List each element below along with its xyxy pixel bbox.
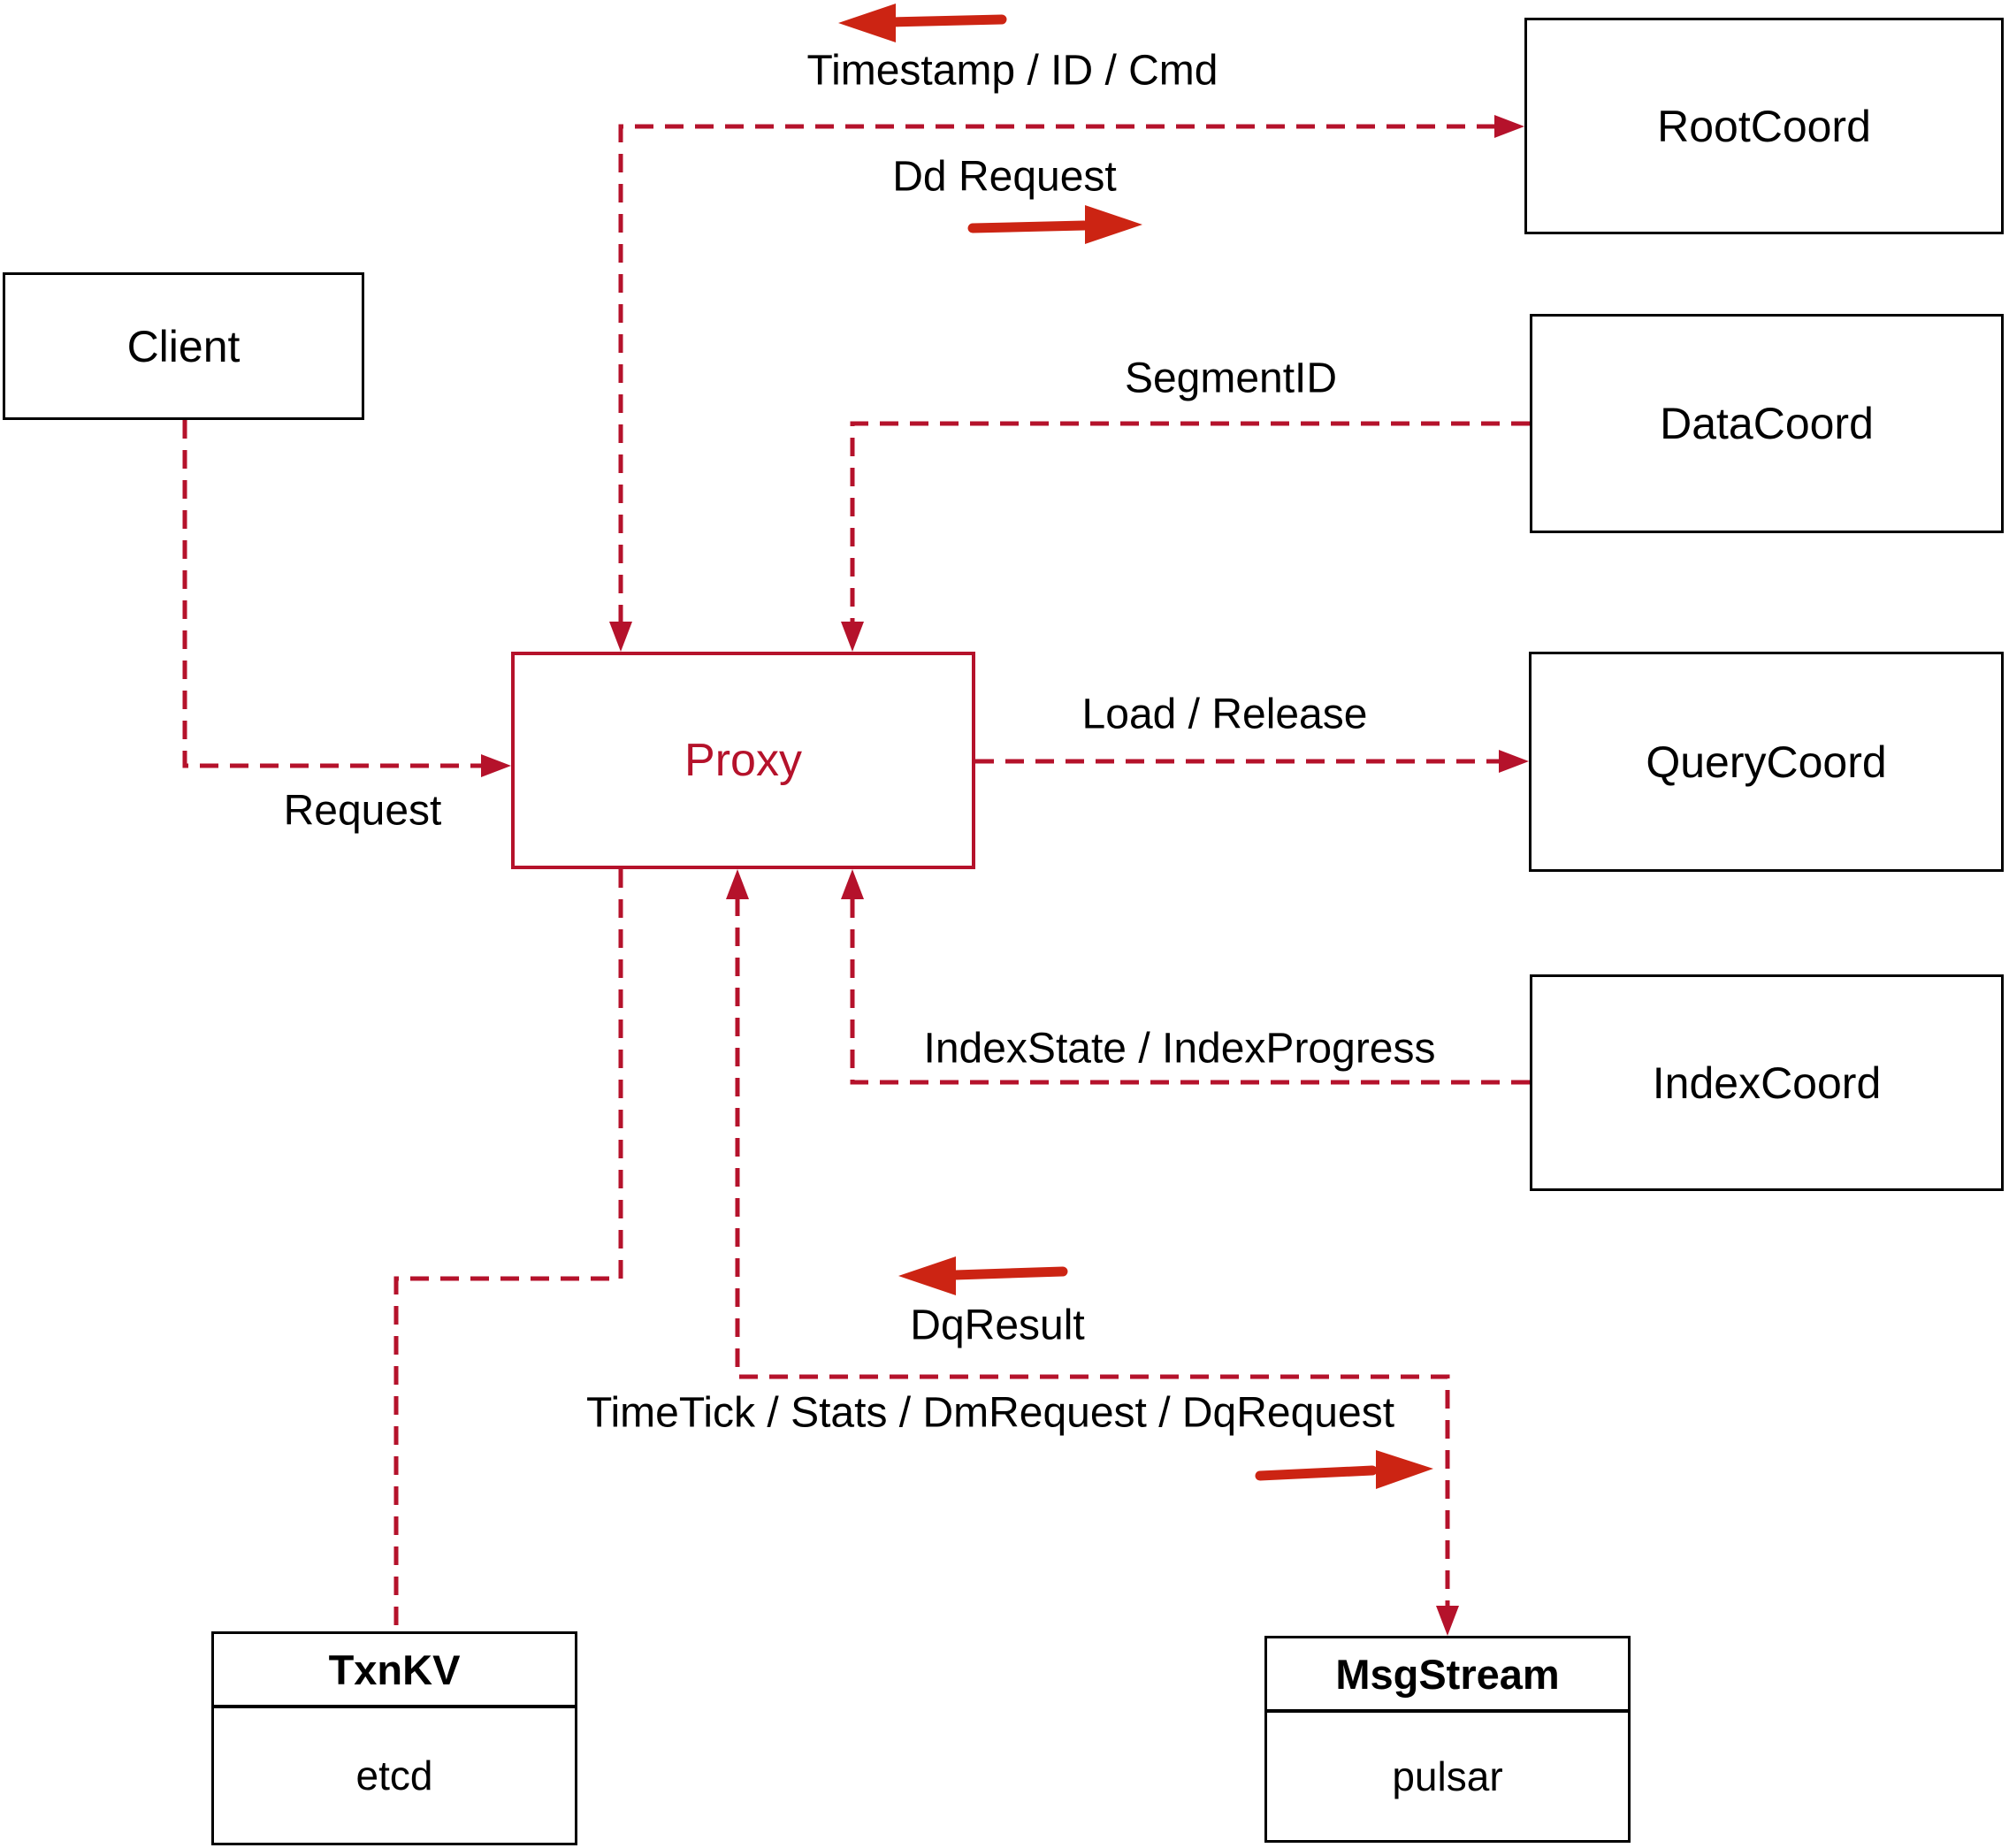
node-msgstream-title: MsgStream [1267, 1638, 1628, 1713]
node-indexcoord: IndexCoord [1530, 974, 2004, 1191]
node-datacoord-label: DataCoord [1660, 399, 1874, 448]
arrowhead-into-proxy-top-right [841, 622, 864, 652]
dd-request-arrow-tail [967, 220, 1089, 233]
node-indexcoord-label: IndexCoord [1652, 1058, 1882, 1108]
edge-label-dq-result: DqResult [910, 1302, 1085, 1349]
arrowhead-into-proxy-bottom-left [726, 869, 749, 899]
arrowhead-into-msgstream [1436, 1606, 1459, 1636]
node-client: Client [3, 272, 364, 420]
node-txnkv: TxnKV etcd [211, 1631, 577, 1845]
timetick-arrow-tail [1255, 1465, 1378, 1481]
timestamp-arrow-head [838, 4, 896, 42]
dqresult-arrow-head [898, 1256, 956, 1295]
arrowhead-into-rootcoord [1494, 115, 1524, 138]
arrowhead-into-querycoord [1499, 750, 1529, 773]
node-proxy-label: Proxy [684, 735, 802, 786]
edge-label-segment-id: SegmentID [1124, 355, 1338, 402]
node-client-label: Client [126, 321, 241, 371]
node-msgstream: MsgStream pulsar [1264, 1636, 1631, 1843]
node-querycoord-label: QueryCoord [1646, 737, 1887, 787]
edge-proxy-msgstream [735, 897, 1450, 1607]
edge-label-dd-request: Dd Request [892, 153, 1117, 201]
edge-label-index-state: IndexState / IndexProgress [923, 1025, 1436, 1073]
arrowhead-into-proxy-bottom-right [841, 869, 864, 899]
dd-request-arrow-head [1085, 205, 1142, 244]
arrowhead-into-proxy-top-left [609, 622, 632, 652]
node-msgstream-impl: pulsar [1392, 1753, 1503, 1799]
node-querycoord: QueryCoord [1529, 652, 2004, 872]
edge-label-time-tick: TimeTick / Stats / DmRequest / DqRequest [585, 1389, 1395, 1437]
node-txnkv-impl: etcd [355, 1753, 433, 1798]
dqresult-arrow-tail [950, 1266, 1068, 1280]
timetick-arrow-head [1376, 1450, 1433, 1489]
edge-datacoord-proxy [850, 421, 1530, 623]
node-txnkv-title: TxnKV [214, 1634, 575, 1708]
node-rootcoord-label: RootCoord [1657, 101, 1871, 151]
node-datacoord: DataCoord [1530, 314, 2004, 533]
edge-proxy-txnkv [393, 869, 623, 1631]
edge-client-proxy [182, 420, 483, 768]
node-rootcoord: RootCoord [1524, 18, 2004, 234]
edge-label-load-release: Load / Release [1081, 691, 1368, 738]
edge-label-request: Request [283, 787, 442, 835]
edge-label-timestamp-id-cmd: Timestamp / ID / Cmd [806, 47, 1218, 95]
node-proxy: Proxy [511, 652, 975, 869]
timestamp-arrow-tail [886, 14, 1007, 27]
arrowhead-into-proxy-left [481, 754, 511, 777]
